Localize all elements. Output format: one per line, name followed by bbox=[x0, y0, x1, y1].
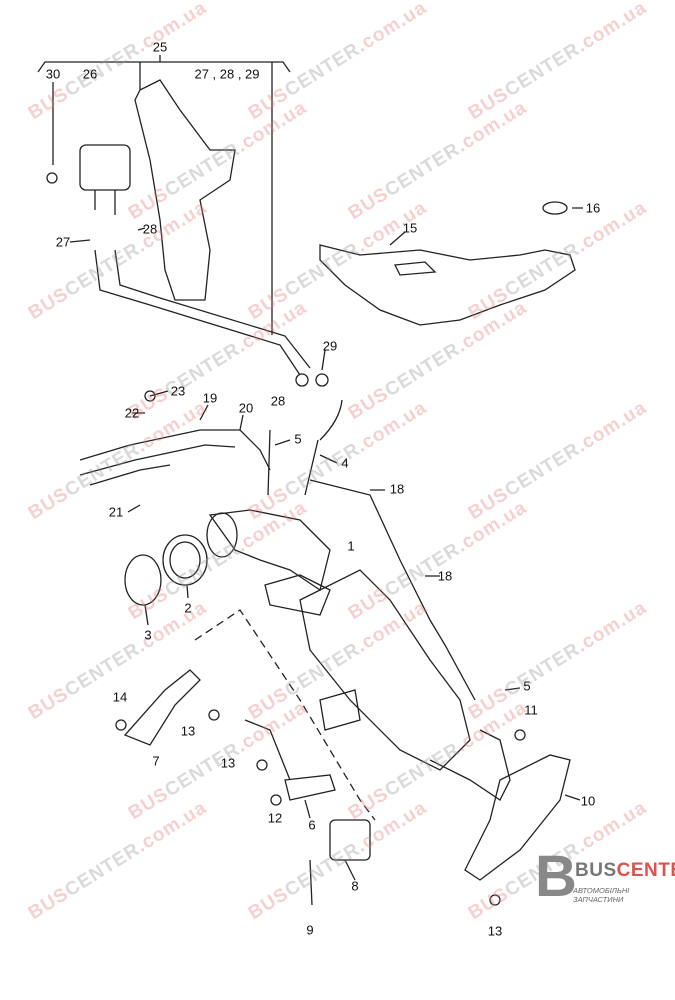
part-label: 6 bbox=[308, 817, 316, 833]
part-label: 29 bbox=[322, 338, 338, 354]
part-label: 22 bbox=[124, 405, 140, 421]
part-label: 21 bbox=[108, 504, 124, 520]
part-label: 30 bbox=[45, 66, 61, 82]
part-label: 2 bbox=[184, 600, 192, 616]
part-label: 26 bbox=[82, 66, 98, 82]
part-label: 11 bbox=[524, 702, 538, 718]
buscenter-logo: B BUSCENTER АВТОМОБІЛЬНІ ЗАПЧАСТИНИ bbox=[515, 848, 675, 988]
part-label: 13 bbox=[487, 923, 503, 939]
part-label: 20 bbox=[238, 400, 254, 416]
part-label: 7 bbox=[152, 753, 160, 769]
part-label: 18 bbox=[389, 481, 405, 497]
logo-letter: B bbox=[535, 844, 577, 909]
part-label: 10 bbox=[580, 793, 596, 809]
part-label: 14 bbox=[112, 689, 128, 705]
part-label: 25 bbox=[152, 39, 168, 55]
part-label: 9 bbox=[306, 922, 314, 938]
part-label: 28 bbox=[142, 221, 158, 237]
part-label: 3 bbox=[144, 627, 152, 643]
part-label: 23 bbox=[170, 383, 186, 399]
part-label: 12 bbox=[267, 810, 283, 826]
part-label: 27 , 28 , 29 bbox=[194, 66, 260, 82]
part-label: 27 bbox=[55, 234, 71, 250]
logo-brand: BUSCENTER bbox=[575, 860, 675, 882]
part-label: 18 bbox=[437, 568, 453, 584]
logo-brand-a: BUS bbox=[575, 860, 617, 881]
logo-tagline: АВТОМОБІЛЬНІ ЗАПЧАСТИНИ bbox=[573, 886, 630, 904]
part-label: 13 bbox=[180, 723, 196, 739]
logo-brand-b: CENTER bbox=[616, 860, 675, 881]
part-label: 1 bbox=[347, 538, 355, 554]
part-label: 8 bbox=[351, 878, 359, 894]
part-label: 28 bbox=[270, 393, 286, 409]
part-label: 15 bbox=[402, 220, 418, 236]
part-label: 16 bbox=[585, 200, 601, 216]
part-label: 13 bbox=[220, 755, 236, 771]
part-label: 5 bbox=[523, 678, 531, 694]
part-label: 4 bbox=[341, 455, 349, 471]
part-label: 5 bbox=[294, 431, 302, 447]
part-label: 19 bbox=[202, 390, 218, 406]
